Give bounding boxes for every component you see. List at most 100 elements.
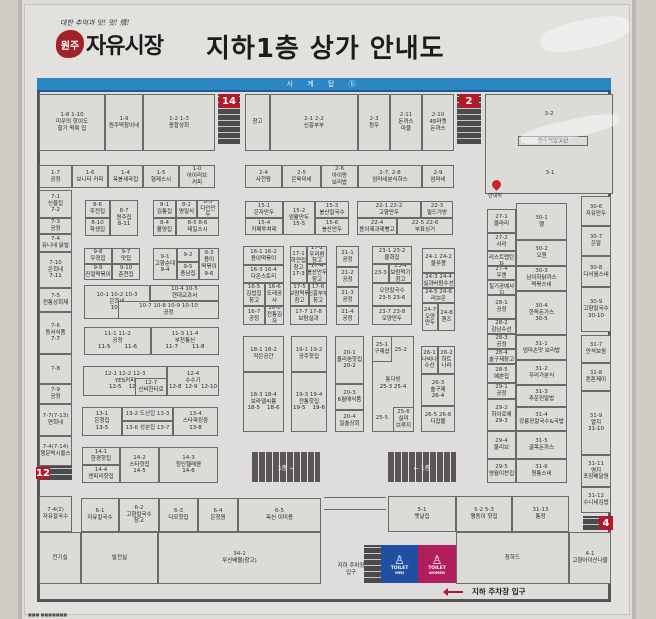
room-storage-bottom[interactable]: 창하드 xyxy=(456,532,569,584)
stairs-to-1f-right[interactable]: ← 1층 xyxy=(388,452,456,482)
shop-7-7-13[interactable]: 7-7(7-13)연희네 xyxy=(39,404,72,436)
info-desk-label[interactable]: 안내처 xyxy=(488,193,502,199)
toilet-women[interactable]: ♙ TOILET WOMEN xyxy=(418,545,456,583)
shop-7-4-14[interactable]: 7-4(7-14)행운떡시울스 xyxy=(39,436,72,466)
shop-7-4-2[interactable]: 7-4(2)자유칼국수 xyxy=(39,496,72,532)
parking-entrance-box[interactable]: 지하 주차장 입구 xyxy=(337,563,365,576)
shop-7-8[interactable]: 7-8 xyxy=(39,354,72,384)
stairs-4[interactable] xyxy=(583,516,599,530)
shop-23-3[interactable]: 23-3 xyxy=(372,264,389,283)
shop-9-2[interactable]: 9-2 xyxy=(177,248,199,262)
shop-13-2[interactable]: 13-2 도선집 13-3 xyxy=(122,407,173,421)
shop-17-6[interactable]: 17-6신흥부부 창고 xyxy=(309,283,327,306)
